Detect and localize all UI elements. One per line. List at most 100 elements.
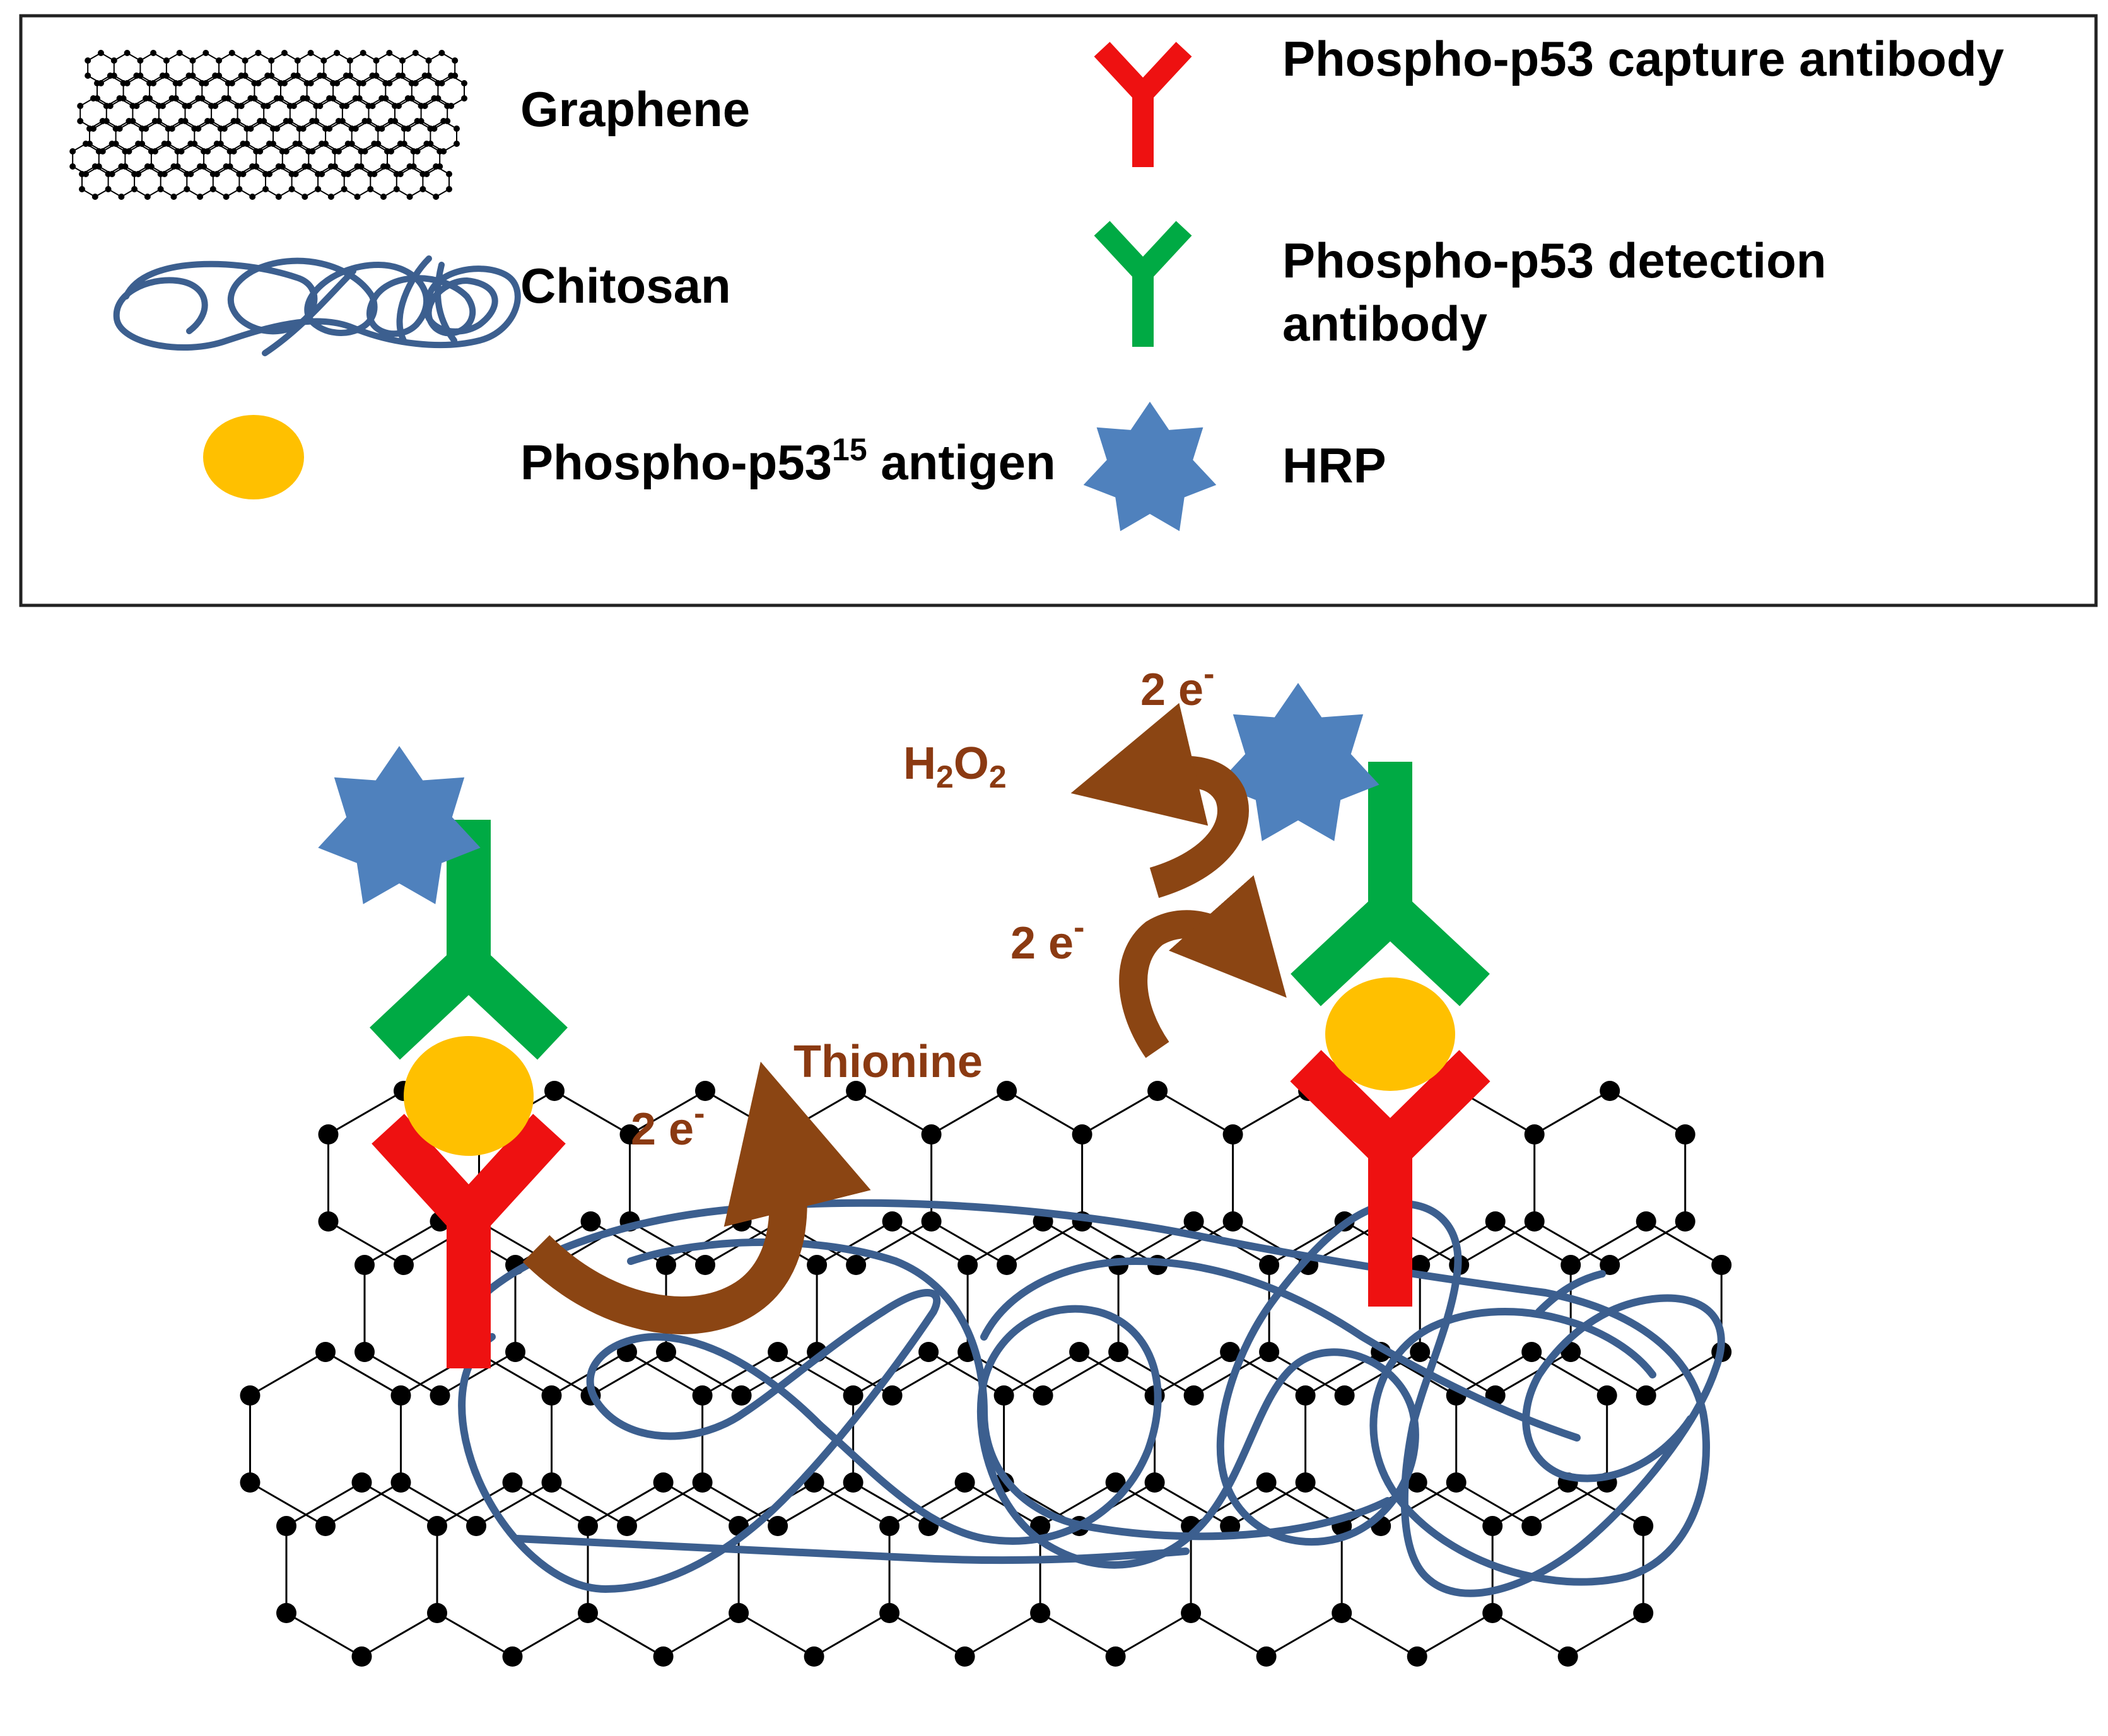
graphene-atom [731,1211,752,1232]
graphene-atom [315,1516,336,1536]
graphene-atom [1711,1255,1732,1275]
legend-graphene-atom [274,95,280,102]
legend-graphene-atom [236,186,243,192]
legend-graphene-atom [108,141,115,147]
h2o2-o: O [954,738,989,789]
legend-graphene-atom [107,73,114,79]
legend-graphene-atom [431,95,438,102]
graphene-atom [619,1124,640,1145]
graphene-atom [1524,1124,1545,1145]
graphene-atom [1636,1385,1656,1406]
electron-count: 2 e [631,1104,694,1155]
legend-graphene-atom [79,171,85,177]
legend-graphene-atom [365,103,372,109]
graphene-atom [578,1516,598,1536]
legend-graphene-atom [397,141,404,147]
graphene-atom [1144,1472,1165,1493]
legend-graphene-atom [419,171,426,177]
h2o2-label: H2O2 [903,738,1007,795]
graphene-atom [1524,1211,1545,1232]
legend-graphene-atom [150,50,157,56]
graphene-atom [1633,1603,1654,1623]
legend-graphene-label: Graphene [520,81,750,137]
graphene-atom [957,1255,978,1275]
h2o2-h: H [903,738,936,789]
h2o2-sub2: 2 [989,759,1007,795]
legend-graphene-atom [315,171,322,177]
legend-graphene-atom [139,125,146,132]
legend-graphene-atom [148,148,155,154]
electrode-surface: Thionine 2 e- 2 e- 2 e- H2O2 [240,656,1732,1667]
chitosan-strand-5 [1522,1270,1725,1542]
legend-graphene-atom [91,163,98,170]
graphene-atom [354,1255,375,1275]
graphene-atom [318,1124,339,1145]
legend-graphene-atom [120,80,127,86]
chitosan-legend-icon-strand [262,255,457,356]
legend-graphene-atom [419,186,426,192]
detection-antibody-legend-icon [1094,221,1192,347]
legend-graphene-atom [341,171,348,177]
graphene-atom [240,1385,261,1406]
graphene-atom [653,1472,674,1493]
legend-graphene-atom [322,125,329,132]
legend-graphene-atom [144,163,151,170]
graphene-atom [921,1124,942,1145]
graphene-atom [276,1603,296,1623]
legend-graphene-atom [199,80,206,86]
electron-label-middle: 2 e- [1010,909,1084,969]
chitosan-strand-7 [980,1257,1581,1442]
graphene-atom [1069,1342,1090,1362]
legend-graphene-atom [85,57,91,64]
legend-graphene-atom [242,57,249,64]
legend-graphene-atom [440,118,447,124]
graphene-atom [617,1516,637,1536]
electron-count: 2 e [1140,665,1203,715]
legend-graphene-atom [343,73,349,79]
legend-graphene-atom [226,148,233,154]
legend-graphene-atom [126,118,132,124]
graphene-atom [580,1211,601,1232]
legend-graphene-atom [331,148,338,154]
legend-graphene-atom [446,171,452,177]
legend-graphene-atom [388,118,394,124]
electron-transfer-arrow-upper [1070,702,1249,898]
legend-graphene-atom [251,80,258,86]
electron-transfer-arrow-lower [1119,875,1287,1058]
graphene-atom [1259,1342,1280,1362]
left-sensor-stack [318,746,568,1368]
legend-capture-label: Phospho-p53 capture antibody [1282,31,2004,86]
graphene-atom [1557,1646,1578,1667]
graphene-atom [354,1342,375,1362]
graphene-atom [1334,1385,1355,1406]
legend-graphene-atom [401,125,407,132]
legend-graphene-atom [165,125,172,132]
legend-graphene-atom [184,186,190,192]
legend-graphene-atom [286,103,293,109]
legend-graphene-atom [221,95,228,102]
legend-graphene-atom [307,50,314,56]
graphene-atom [695,1081,715,1101]
legend-graphene-atom [305,148,312,154]
legend-graphene-atom [238,73,245,79]
left-antigen [404,1036,534,1156]
graphene-atom [505,1342,525,1362]
legend-graphene-atom [275,163,282,170]
chitosan-legend-icon [113,257,521,351]
legend-graphene-atom [369,73,376,79]
right-hrp [1217,683,1379,841]
graphene-atom [997,1255,1017,1275]
legend-graphene-atom [313,103,320,109]
legend-graphene-atom [249,194,256,200]
legend-graphene-atom [414,118,421,124]
graphene-atom [1295,1385,1316,1406]
chitosan-strand-6 [627,1238,1391,1541]
legend-graphene-atom [436,148,443,154]
legend-graphene-atom [302,163,308,170]
graphene-atom [1108,1342,1129,1362]
legend-chitosan-label: Chitosan [520,258,731,313]
graphene-atom [1222,1211,1243,1232]
legend-antigen-suffix: antigen [867,434,1056,490]
legend-graphene-atom [159,73,166,79]
graphene-bonds [249,1090,1723,1658]
